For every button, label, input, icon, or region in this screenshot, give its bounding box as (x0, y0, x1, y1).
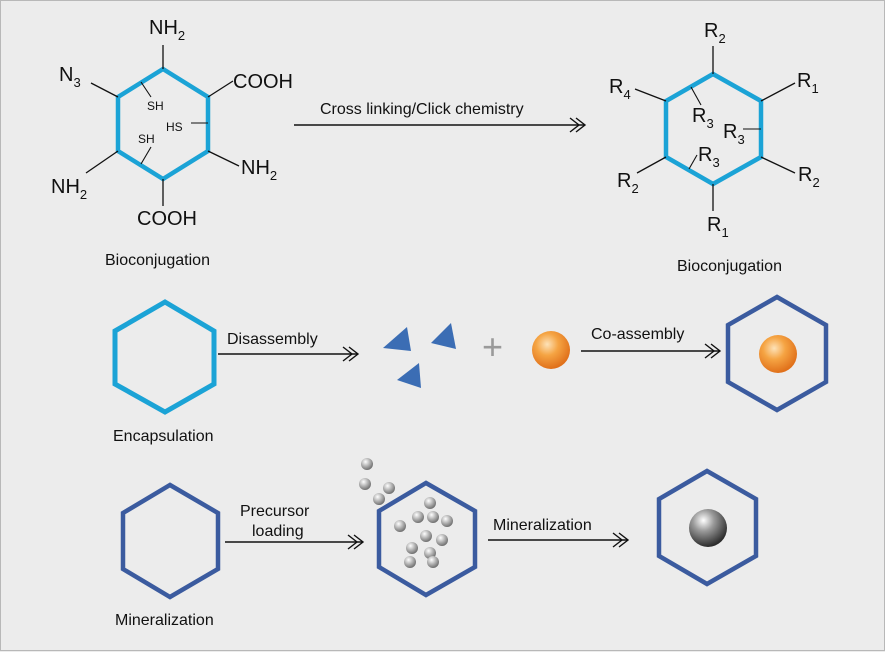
r1-bottom-label: R1 (707, 214, 729, 240)
r1-right-label: R1 (797, 70, 819, 96)
free-precursor-particles (359, 458, 395, 505)
precursor-particle (427, 511, 439, 523)
label-precursor: Precursor (240, 503, 310, 520)
r3-label-a: R3 (692, 105, 714, 131)
subunit-triangle-3 (397, 363, 421, 388)
nh2-right-label: NH2 (241, 157, 277, 183)
subunit-triangle-1 (383, 327, 411, 351)
bond-sh1 (140, 81, 152, 98)
arrow-cross-linking: Cross linking/Click chemistry (294, 101, 587, 133)
precursor-particle (412, 511, 424, 523)
precursor-particle (361, 458, 373, 470)
encapsulated-orange-particle (759, 335, 797, 373)
precursor-particle (404, 556, 416, 568)
r2-right-label: R2 (798, 164, 820, 190)
label-mineralization: Mineralization (493, 517, 592, 534)
navy-hexagon-encapsulated (725, 294, 829, 413)
caption-mineralization: Mineralization (115, 612, 214, 629)
bond-r4 (634, 88, 667, 102)
r3-label-c: R3 (698, 144, 720, 170)
arrow-disassembly: Disassembly (218, 331, 360, 362)
precursor-particle (359, 478, 371, 490)
r4-label: R4 (609, 76, 631, 102)
plus-sign: + (482, 326, 503, 367)
navy-hexagon-loaded (376, 480, 478, 598)
sh-label-2: SH (138, 132, 155, 146)
r3-label-b: R3 (723, 121, 745, 147)
loaded-precursor-particles (394, 497, 453, 568)
bond-nh2-left (85, 150, 119, 174)
precursor-particle (373, 493, 385, 505)
label-cross-linking: Cross linking/Click chemistry (320, 101, 524, 118)
arrow-precursor-loading: Precursor loading (225, 503, 365, 550)
bond-r2-right (760, 156, 796, 174)
sh-label-1: SH (147, 99, 164, 113)
precursor-particle (420, 530, 432, 542)
navy-hexagon-empty (120, 482, 221, 600)
r2-left-label: R2 (617, 170, 639, 196)
precursor-particle (424, 497, 436, 509)
functionalized-hexagon-molecule: NH2 N3 COOH NH2 NH2 COOH SH HS SH (51, 17, 293, 230)
cooh-right-label: COOH (233, 71, 293, 93)
mineral-core-particle (689, 509, 727, 547)
bond-cooh-right (207, 80, 234, 98)
n3-label: N3 (59, 64, 81, 90)
precursor-particle (394, 520, 406, 532)
caption-bioconjugation-left: Bioconjugation (105, 252, 210, 269)
subunit-triangle-2 (431, 323, 456, 349)
orange-cargo-particle (532, 331, 570, 369)
bond-r1-right (760, 82, 796, 102)
arrow-mineralization: Mineralization (488, 517, 630, 548)
cyan-hexagon-left (115, 66, 211, 182)
bond-nh2-right (207, 150, 240, 167)
precursor-particle (441, 515, 453, 527)
r2-top-label: R2 (704, 20, 726, 46)
bond-sh2 (140, 146, 152, 165)
label-loading: loading (252, 523, 304, 540)
nh2-top-label: NH2 (149, 17, 185, 43)
caption-encapsulation: Encapsulation (113, 428, 214, 445)
caption-bioconjugation-right: Bioconjugation (677, 258, 782, 275)
precursor-particle (436, 534, 448, 546)
bond-r3-a (690, 86, 702, 106)
arrow-co-assembly: Co-assembly (581, 326, 722, 359)
precursor-particle (383, 482, 395, 494)
bond-r2-left (636, 156, 667, 174)
nh2-left-label: NH2 (51, 176, 87, 202)
bond-r3-c (688, 154, 698, 170)
hs-label: HS (166, 120, 183, 134)
precursor-particle (406, 542, 418, 554)
precursor-particle (427, 556, 439, 568)
conjugated-hexagon-molecule: R2 R1 R4 R3 R3 R3 R2 R2 R1 (609, 20, 820, 240)
label-co-assembly: Co-assembly (591, 326, 684, 343)
label-disassembly: Disassembly (227, 331, 318, 348)
bond-n3 (90, 82, 119, 98)
cyan-hexagon-cage (112, 299, 217, 415)
navy-hexagon-mineralized (656, 468, 759, 587)
cooh-bottom-label: COOH (137, 208, 197, 230)
